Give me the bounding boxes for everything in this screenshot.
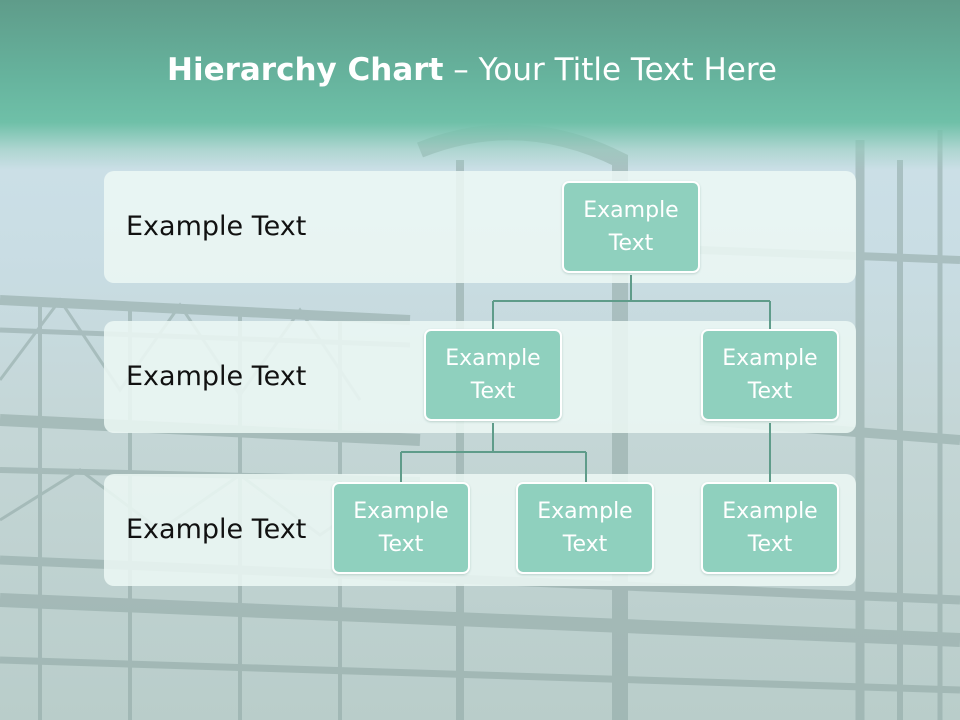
node-level2-right[interactable]: Example Text [701, 329, 839, 421]
node-level2-right-label: Example Text [722, 346, 818, 404]
node-level3-b-label: Example Text [537, 499, 633, 557]
node-root-label: Example Text [583, 198, 679, 256]
level-label-3: Example Text [126, 514, 307, 545]
title-rest: Your Title Text Here [478, 52, 777, 88]
node-level3-a-label: Example Text [353, 499, 449, 557]
title-bold: Hierarchy Chart [167, 52, 444, 88]
slide-title: Hierarchy Chart – Your Title Text Here [0, 52, 944, 88]
node-root[interactable]: Example Text [562, 181, 700, 273]
node-level3-c[interactable]: Example Text [701, 482, 839, 574]
level-label-2: Example Text [126, 361, 307, 392]
title-separator: – [443, 52, 479, 88]
level-label-1: Example Text [126, 211, 307, 242]
node-level2-left-label: Example Text [445, 346, 541, 404]
level-band-1: Example Text [104, 171, 856, 283]
node-level2-left[interactable]: Example Text [424, 329, 562, 421]
node-level3-c-label: Example Text [722, 499, 818, 557]
node-level3-b[interactable]: Example Text [516, 482, 654, 574]
node-level3-a[interactable]: Example Text [332, 482, 470, 574]
header-bar [0, 0, 960, 170]
